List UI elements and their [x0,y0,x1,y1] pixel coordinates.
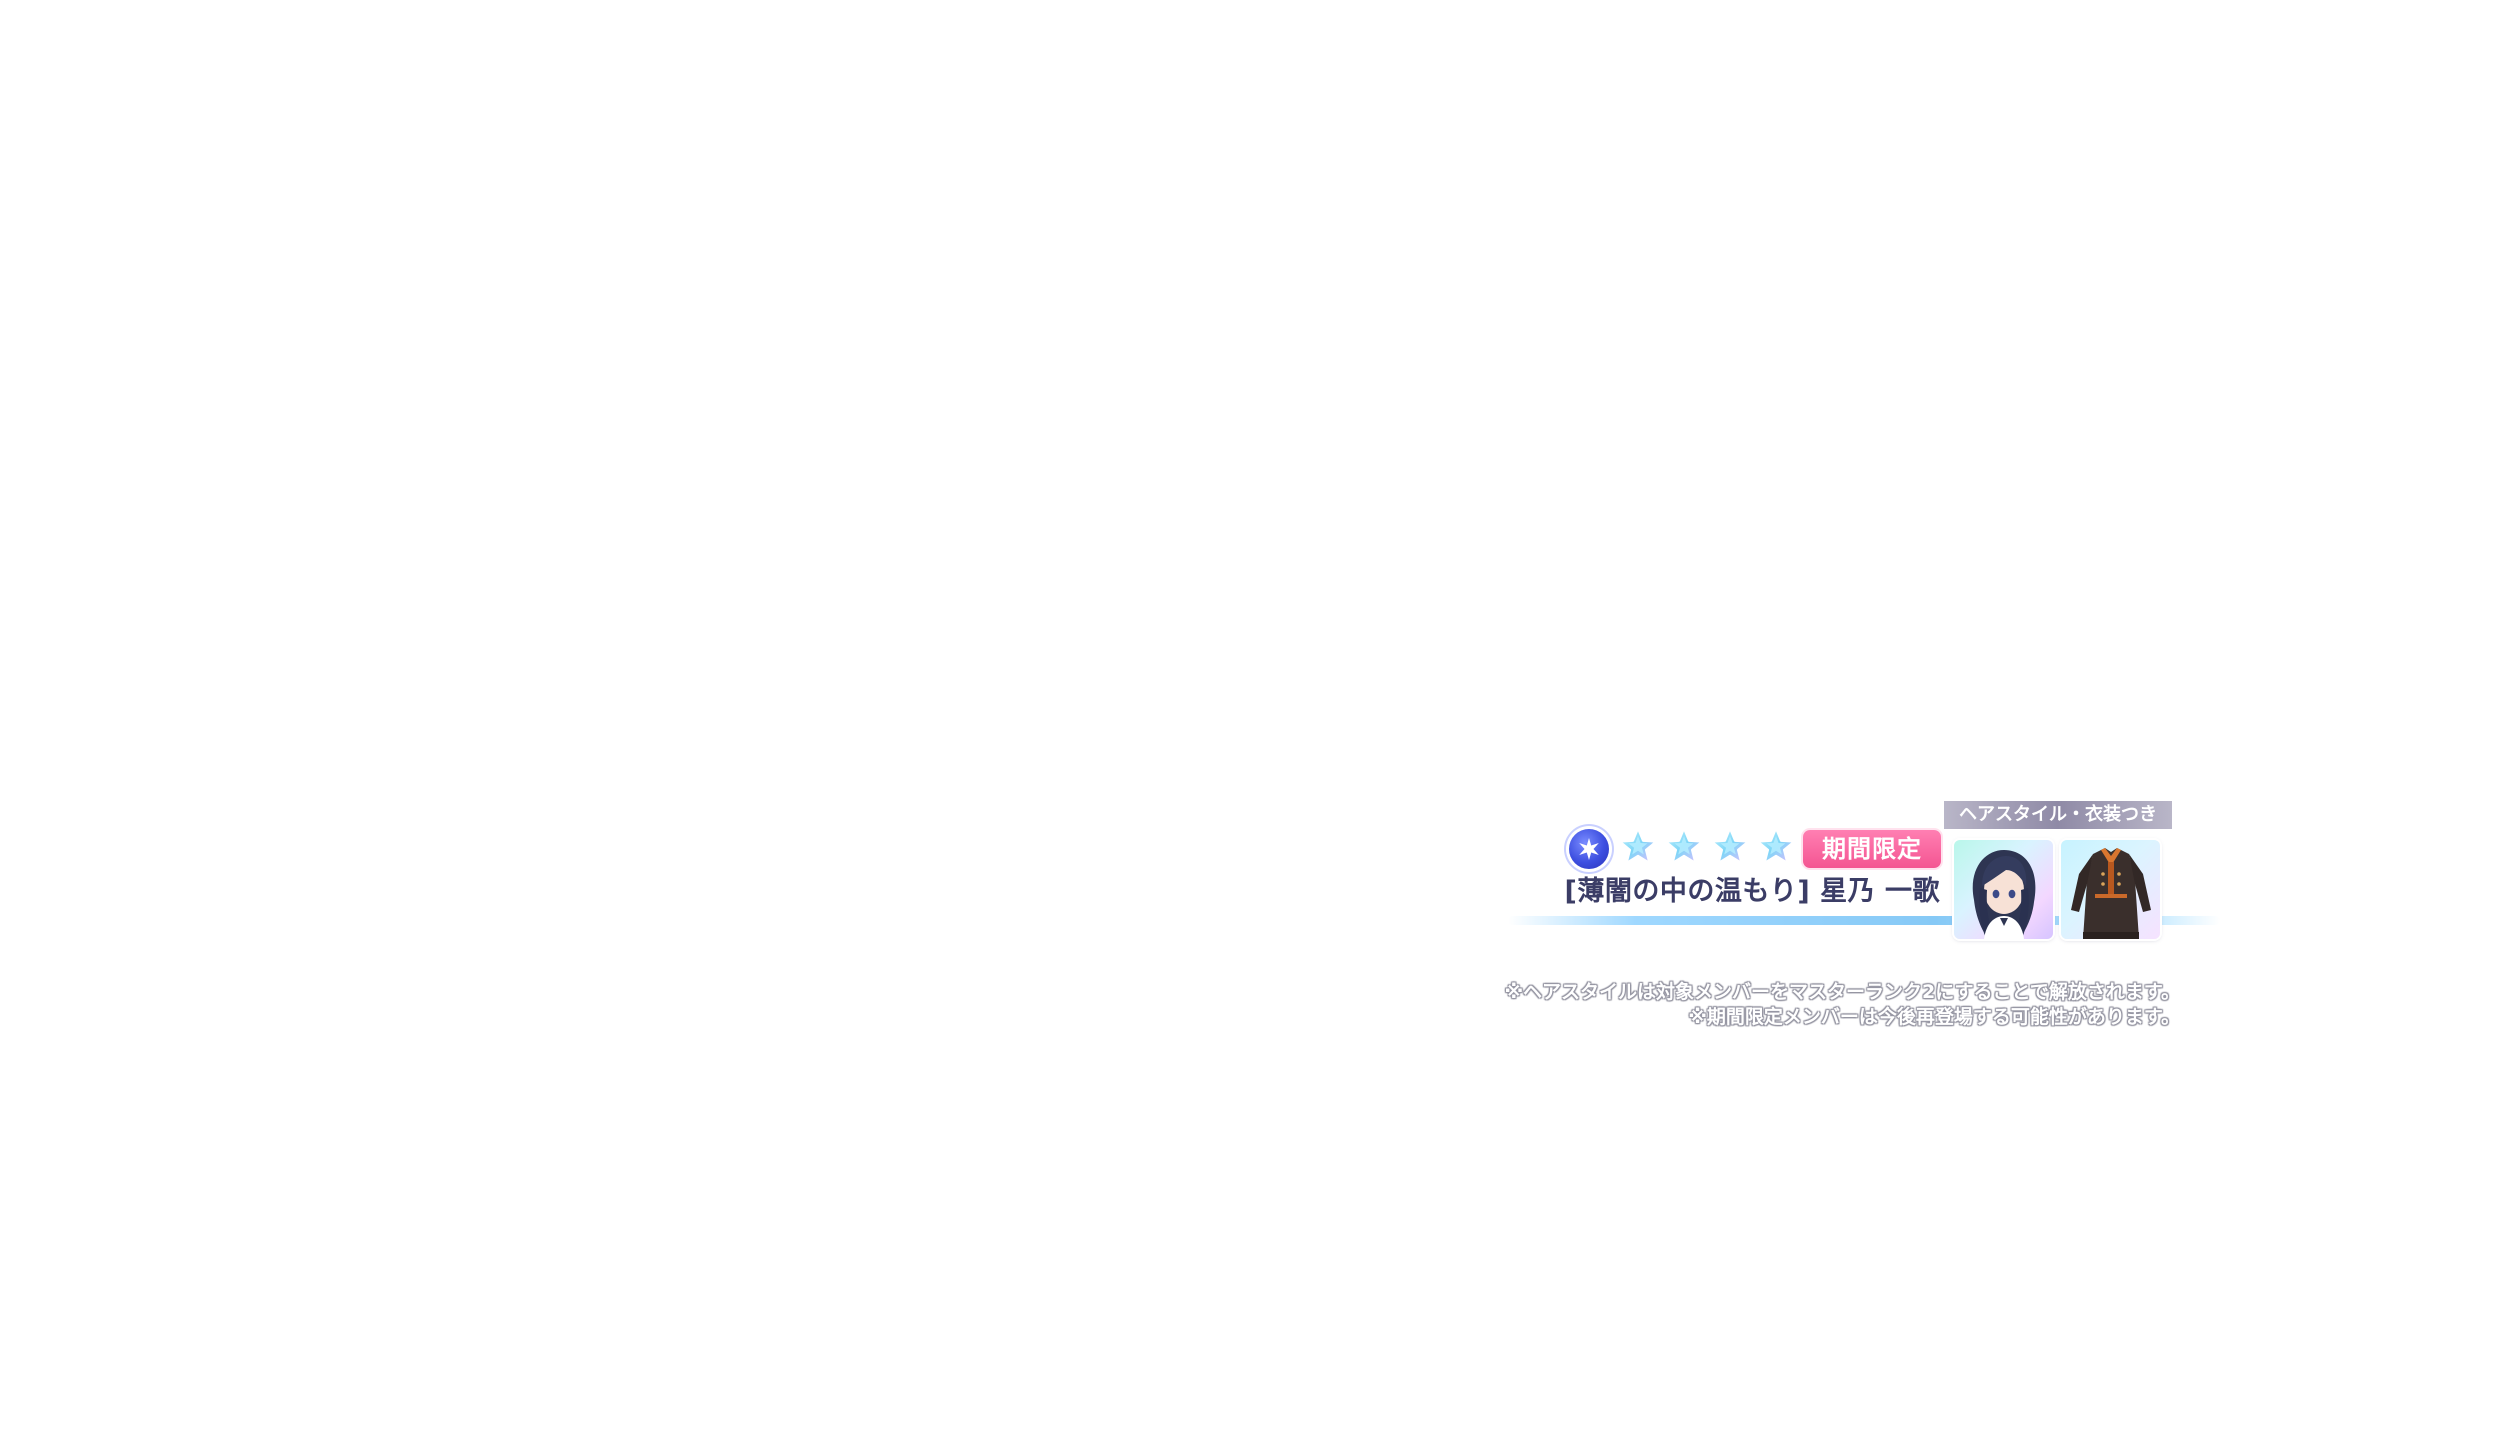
hairstyle-costume-label: ヘアスタイル・衣装つき [1944,801,2172,829]
star-icon [1664,826,1704,865]
sparkle-attribute-icon [1569,829,1609,869]
rarity-stars [1616,825,1798,873]
note-hairstyle-unlock: ※ヘアスタイルは対象メンバーをマスターランク2にすることで解放されます。 [1504,981,2180,1003]
star-icon [1756,826,1796,865]
star-icon [1618,826,1658,865]
card-info-panel: 期間限定 [薄闇の中の温もり] 星乃 一歌 ヘアスタイル・衣装つき [1440,800,2240,950]
limited-time-badge: 期間限定 [1803,830,1941,868]
hairstyle-thumbnail[interactable] [1954,840,2053,939]
note-limited-rerun: ※期間限定メンバーは今後再登場する可能性があります。 [1688,1006,2180,1028]
costume-thumbnail[interactable] [2061,840,2160,939]
card-name: [薄闇の中の温もり] 星乃 一歌 [1564,876,1940,907]
star-icon [1710,826,1750,865]
gacha-notes: ※ヘアスタイルは対象メンバーをマスターランク2にすることで解放されます。 ※期間… [1400,980,2180,1036]
card-name-underline [1508,916,2220,925]
